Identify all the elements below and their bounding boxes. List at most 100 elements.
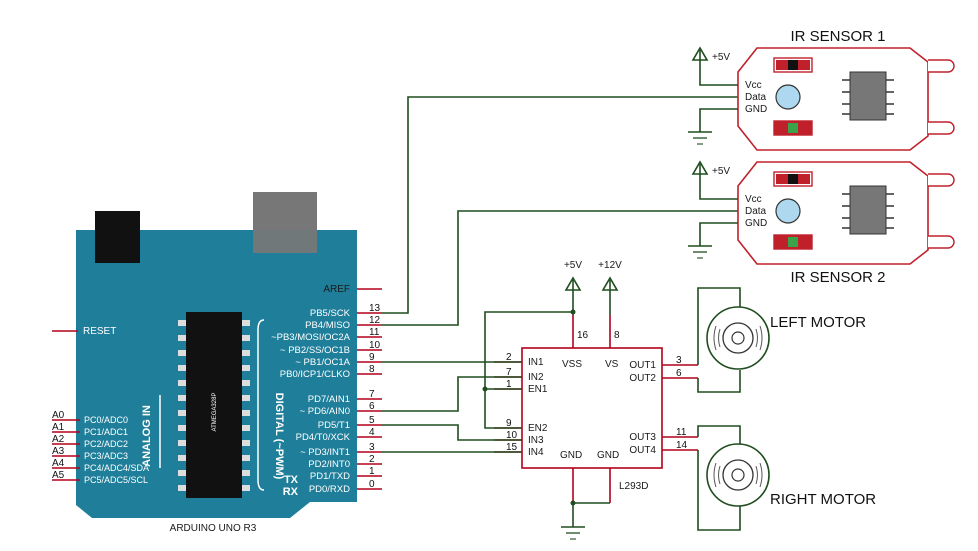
chip-label: ATMEGA328P xyxy=(212,393,218,432)
power-12v-symbol: +12V xyxy=(598,260,622,315)
digital-pin-num: 0 xyxy=(369,479,375,490)
l293d-driver: L293D VSS VS GND GND 16 8 xyxy=(521,315,663,503)
digital-pin-name: PD4/T0/XCK xyxy=(296,432,351,443)
driver-out-pin-name: OUT4 xyxy=(629,445,656,456)
driver-out-pin-num: 3 xyxy=(676,355,682,366)
digital-pin-num: 12 xyxy=(369,315,381,326)
wires xyxy=(382,96,741,531)
digital-pin-num: 13 xyxy=(369,303,381,314)
digital-pin-num: 8 xyxy=(369,364,375,375)
driver-in-pin-num: 9 xyxy=(506,418,512,429)
ir-led-icon xyxy=(928,235,955,249)
sensor-gnd-label: GND xyxy=(745,218,767,229)
analog-pin-num: A2 xyxy=(52,434,65,445)
reset-pin: RESET xyxy=(52,326,116,337)
sensor-data-label: Data xyxy=(745,92,767,103)
atmega-chip xyxy=(186,312,242,498)
sensor-title: IR SENSOR 2 xyxy=(790,269,885,286)
digital-pin-num: 2 xyxy=(369,454,375,465)
driver-in-pin-num: 15 xyxy=(506,442,518,453)
left-motor-label: LEFT MOTOR xyxy=(770,314,866,331)
sensor-gnd-label: GND xyxy=(745,104,767,115)
digital-pin-num: 7 xyxy=(369,389,375,400)
sensor-vcc-label: Vcc xyxy=(745,80,762,91)
vs-label: VS xyxy=(605,359,619,370)
board-label: ARDUINO UNO R3 xyxy=(170,523,257,534)
sensor-data-label: Data xyxy=(745,206,767,217)
driver-in-pin-num: 7 xyxy=(506,367,512,378)
potentiometer-icon xyxy=(775,198,801,224)
analog-pin-name: PC2/ADC2 xyxy=(84,439,128,449)
digital-pin-name: PD0/RXD xyxy=(309,484,350,495)
analog-pin-name: PC5/ADC5/SCL xyxy=(84,475,148,485)
digital-pin-num: 1 xyxy=(369,466,375,477)
driver-in-pin-name: IN3 xyxy=(528,435,544,446)
digital-pin-name: PB0/ICP1/CLKO xyxy=(280,369,350,380)
sensor-supply-label: +5V xyxy=(712,52,730,63)
driver-gnd2-label: GND xyxy=(597,450,619,461)
sensor-supply-label: +5V xyxy=(712,166,730,177)
digital-pin-name: PD5/T1 xyxy=(318,420,350,431)
analog-pin-num: A1 xyxy=(52,422,65,433)
vs-pin-num: 8 xyxy=(614,330,620,341)
digital-pin-num: 11 xyxy=(369,327,380,338)
svg-text:RESET: RESET xyxy=(83,326,116,337)
vss-label: VSS xyxy=(562,359,582,370)
driver-in-pin-num: 2 xyxy=(506,352,512,363)
analog-pin-num: A0 xyxy=(52,410,65,421)
sensor-board xyxy=(737,161,929,265)
power-5v-symbol: +5V xyxy=(564,260,582,315)
digital-pin-num: 5 xyxy=(369,415,375,426)
driver-out-pin-num: 11 xyxy=(676,427,687,438)
analog-pin-num: A3 xyxy=(52,446,65,457)
rx-label: RX xyxy=(283,486,299,498)
sensor-board xyxy=(737,47,929,151)
analog-pin-num: A5 xyxy=(52,470,65,481)
ir-led-icon xyxy=(928,121,955,135)
analog-pin-name: PC1/ADC1 xyxy=(84,427,128,437)
driver-in-pin-name: IN1 xyxy=(528,357,544,368)
driver-in-pin-num: 1 xyxy=(506,379,512,390)
driver-gnd1-label: GND xyxy=(560,450,582,461)
driver-in-pin-name: IN4 xyxy=(528,447,544,458)
supply-arrow-icon xyxy=(691,160,709,175)
driver-in-pin-name: EN1 xyxy=(528,384,548,395)
sensor-vcc-label: Vcc xyxy=(745,194,762,205)
digital-pin-name: PB5/SCK xyxy=(310,308,351,319)
chip-pins xyxy=(178,320,250,491)
digital-pin-num: 6 xyxy=(369,401,375,412)
ir-led-icon xyxy=(928,59,955,73)
svg-text:+5V: +5V xyxy=(564,260,582,271)
digital-pin-name: PD7/AIN1 xyxy=(308,394,350,405)
driver-out-pin-name: OUT3 xyxy=(629,432,656,443)
potentiometer-icon xyxy=(775,84,801,110)
driver-ground-symbol xyxy=(561,500,610,540)
arduino-board: ATMEGA328P ANALOG IN DIGITAL (~PWM) ARDU… xyxy=(76,192,357,534)
driver-out-pin-name: OUT1 xyxy=(629,360,656,371)
right-motor: RIGHT MOTOR xyxy=(706,443,876,508)
digital-pin-name: PB4/MISO xyxy=(305,320,350,331)
right-motor-label: RIGHT MOTOR xyxy=(770,491,876,508)
digital-pin-num: 4 xyxy=(369,427,375,438)
digital-pin-name: PD2/INT0 xyxy=(308,459,350,470)
svg-text:+12V: +12V xyxy=(598,260,622,271)
digital-pin-name: ~ PD6/AIN0 xyxy=(300,406,350,417)
comparator-ic-icon xyxy=(849,185,887,235)
driver-out-pin-name: OUT2 xyxy=(629,373,656,384)
driver-out-pin-num: 6 xyxy=(676,368,682,379)
ir-led-icon xyxy=(928,173,955,187)
digital-pin-name: ~ PB1/OC1A xyxy=(295,357,350,368)
sensor-title: IR SENSOR 1 xyxy=(790,28,885,45)
supply-arrow-icon xyxy=(691,46,709,61)
digital-pin-name: ~ PD3/INT1 xyxy=(300,447,350,458)
svg-text:AREF: AREF xyxy=(323,284,350,295)
digital-pwm-title: DIGITAL (~PWM) xyxy=(273,393,285,480)
digital-pin-num: 9 xyxy=(369,352,375,363)
digital-pin-num: 10 xyxy=(369,340,381,351)
